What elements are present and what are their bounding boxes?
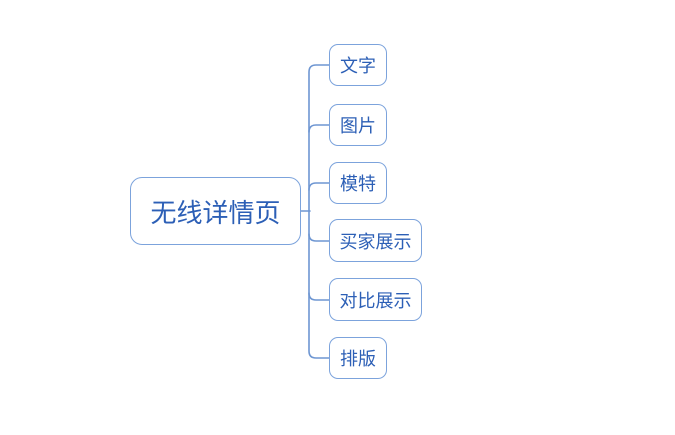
- connector-trunk: [308, 64, 330, 359]
- mindmap-node-buyer-show[interactable]: 买家展示: [329, 219, 422, 262]
- node-label: 买家展示: [339, 231, 412, 252]
- mindmap-node-layout[interactable]: 排版: [329, 337, 387, 379]
- node-label: 文字: [340, 56, 376, 76]
- mindmap-node-compare-show[interactable]: 对比展示: [329, 278, 422, 321]
- connector-branch-2: [308, 124, 330, 133]
- node-label: 排版: [340, 349, 376, 369]
- mindmap-node-image[interactable]: 图片: [329, 104, 387, 146]
- node-label: 图片: [340, 116, 376, 136]
- mindmap-node-text[interactable]: 文字: [329, 44, 387, 86]
- connector-branch-4: [308, 233, 330, 242]
- connector-branch-5: [308, 292, 330, 301]
- connector-branch-3: [308, 182, 330, 191]
- mindmap-node-model[interactable]: 模特: [329, 162, 387, 204]
- root-node-label: 无线详情页: [150, 198, 281, 228]
- node-label: 模特: [340, 174, 376, 194]
- mindmap-root-node[interactable]: 无线详情页: [130, 177, 301, 245]
- node-label: 对比展示: [339, 290, 412, 311]
